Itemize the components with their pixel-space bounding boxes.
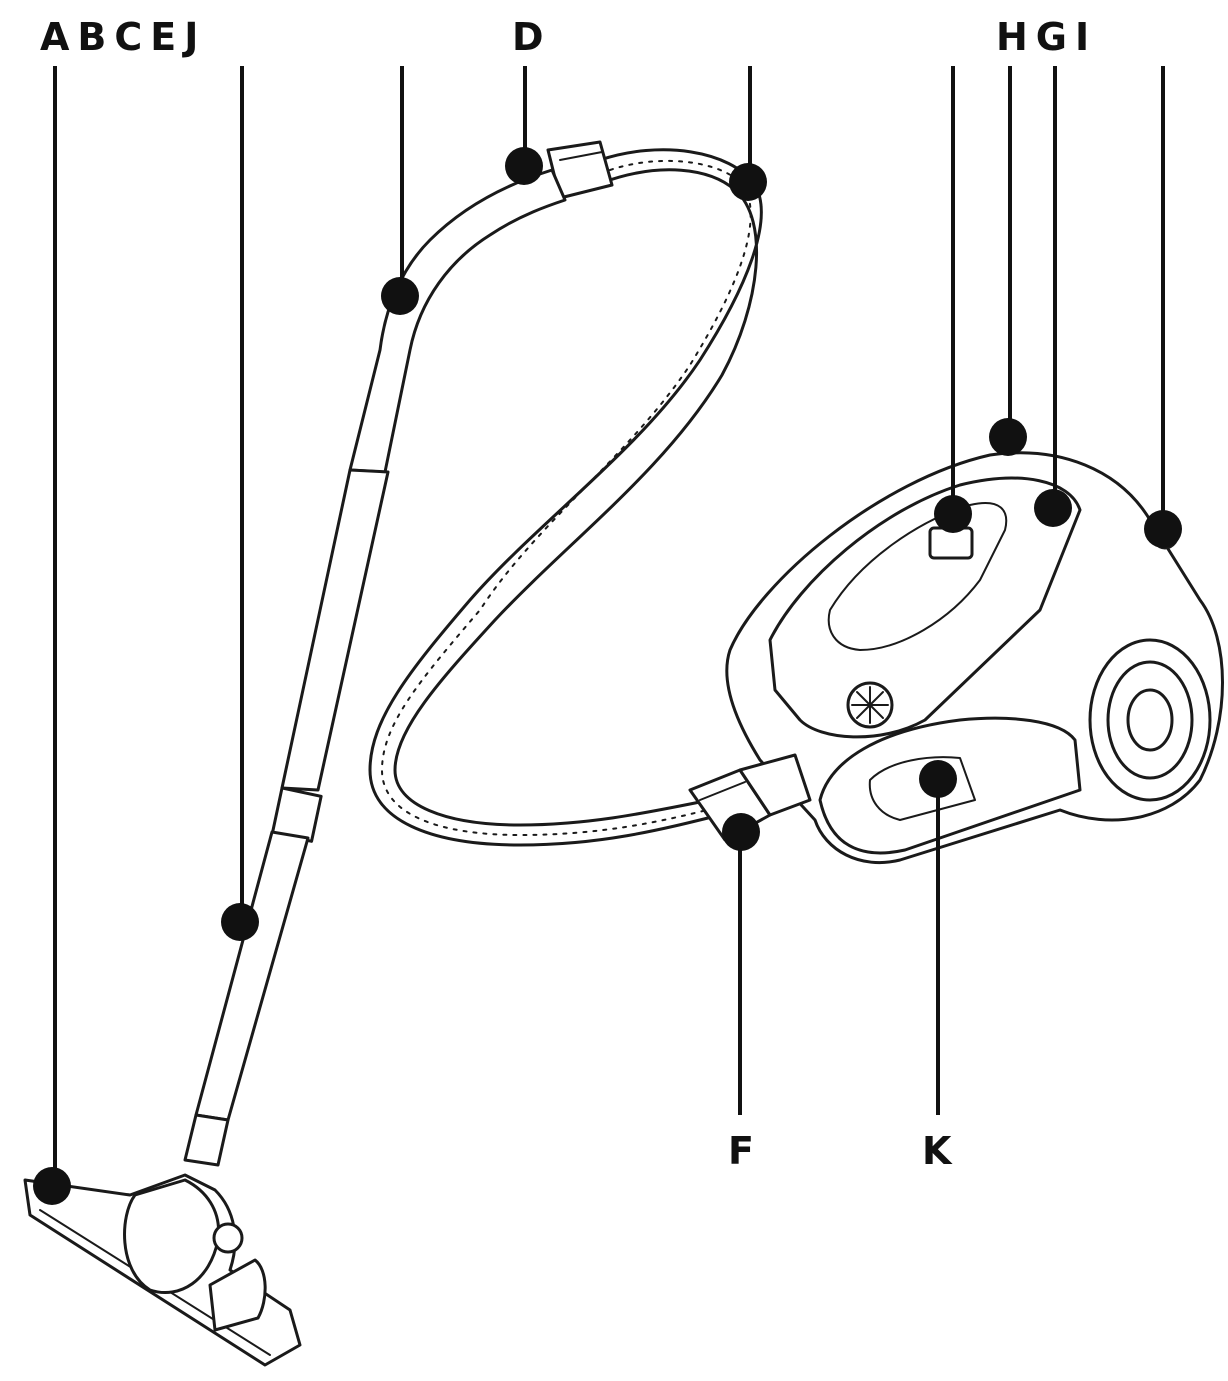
callout-marker-b	[221, 903, 259, 941]
label-f: F	[728, 1129, 762, 1173]
callout-marker-k	[919, 760, 957, 798]
label-hgi: HGI	[996, 15, 1097, 59]
callout-marker-e	[729, 163, 767, 201]
leader-lines	[53, 66, 1165, 1180]
handle-and-wand	[183, 168, 567, 1167]
callout-marker-g	[989, 418, 1027, 456]
callout-marker-c	[381, 277, 419, 315]
callout-marker-a	[33, 1167, 71, 1205]
label-d: D	[512, 15, 552, 59]
label-abcej: ABCEJ	[40, 15, 206, 59]
callout-marker-f	[722, 813, 760, 851]
callout-marker-h	[934, 495, 972, 533]
floor-nozzle	[23, 1173, 302, 1367]
callout-marker-d	[505, 147, 543, 185]
callout-marker-j	[1144, 510, 1182, 548]
callout-marker-i	[1034, 489, 1072, 527]
label-k: K	[922, 1129, 959, 1173]
callout-markers	[33, 147, 1182, 1205]
